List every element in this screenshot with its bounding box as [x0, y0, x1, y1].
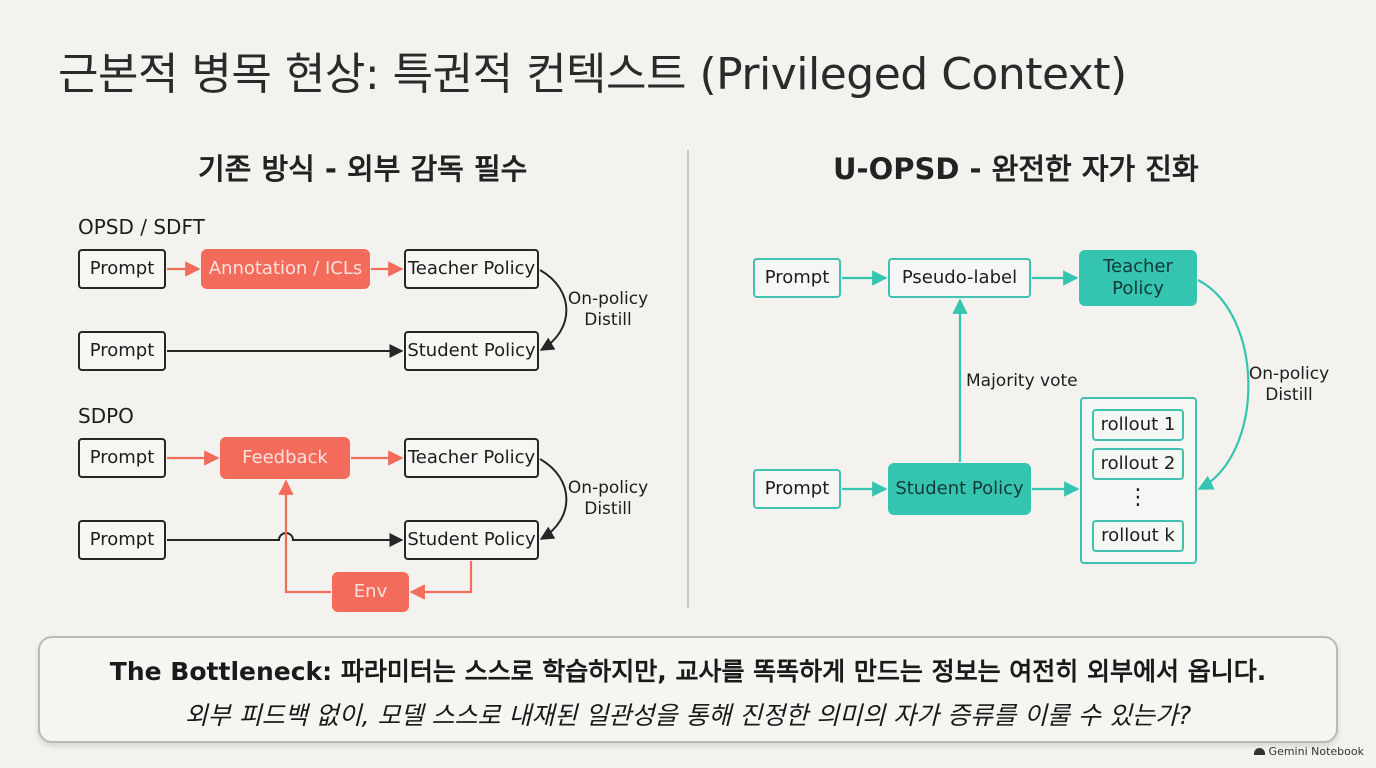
opsd-prompt-1: Prompt: [78, 249, 166, 289]
arrow-sdpo-prompt-student: [167, 532, 404, 547]
uopsd-prompt-2: Prompt: [753, 469, 841, 509]
arrow-sdpo-distill: [539, 458, 568, 540]
uopsd-distill-label: On-policy Distill: [1240, 364, 1338, 407]
brand-text: Gemini Notebook: [1268, 745, 1364, 758]
teacher-line2: Policy: [1112, 278, 1164, 299]
feedback-box: Feedback: [220, 437, 350, 479]
uopsd-distill-line2: Distill: [1265, 385, 1313, 406]
opsd-teacher-policy: Teacher Policy: [404, 249, 539, 289]
annotation-icl-box: Annotation / ICLs: [201, 249, 370, 289]
arrow-uopsd-distill: [1197, 279, 1250, 490]
opsd-distill-label: On-policy Distill: [560, 289, 656, 332]
sdpo-prompt-1: Prompt: [78, 438, 166, 478]
left-heading: 기존 방식 - 외부 감독 필수: [198, 152, 528, 186]
uopsd-student-policy: Student Policy: [888, 463, 1031, 515]
rollout-1: rollout 1: [1092, 409, 1184, 441]
uopsd-teacher-policy: Teacher Policy: [1079, 250, 1197, 306]
sdpo-prompt-2: Prompt: [78, 520, 166, 560]
bottleneck-callout: The Bottleneck: 파라미터는 스스로 학습하지만, 교사를 똑똑하…: [38, 636, 1338, 743]
bottleneck-statement: The Bottleneck: 파라미터는 스스로 학습하지만, 교사를 똑똑하…: [109, 657, 1267, 686]
sdpo-distill-label: On-policy Distill: [560, 478, 656, 521]
rollout-k: rollout k: [1092, 520, 1184, 552]
brand-mark: Gemini Notebook: [1253, 745, 1364, 758]
opsd-label: OPSD / SDFT: [78, 215, 205, 239]
sdpo-student-policy: Student Policy: [404, 520, 539, 560]
env-box: Env: [332, 572, 409, 612]
majority-vote-label: Majority vote: [966, 371, 1078, 391]
right-heading: U-OPSD - 완전한 자가 진화: [833, 152, 1199, 186]
pseudo-label-box: Pseudo-label: [888, 258, 1031, 298]
opsd-student-policy: Student Policy: [404, 331, 539, 371]
slide-title: 근본적 병목 현상: 특권적 컨텍스트 (Privileged Context): [58, 49, 1127, 100]
arrow-env-feedback: [278, 479, 331, 594]
opsd-distill-line2: Distill: [584, 310, 632, 331]
section-divider: [687, 150, 689, 608]
uopsd-prompt-1: Prompt: [753, 258, 841, 298]
opsd-prompt-2: Prompt: [78, 331, 166, 371]
uopsd-distill-line1: On-policy: [1248, 364, 1330, 384]
opsd-distill-line1: On-policy: [567, 289, 649, 309]
rollout-ellipsis: ⋮: [1127, 485, 1149, 510]
rollout-2: rollout 2: [1092, 448, 1184, 480]
bottleneck-question: 외부 피드백 없이, 모델 스스로 내재된 일관성을 통해 진정한 의미의 자가…: [184, 701, 1192, 730]
sdpo-label: SDPO: [78, 404, 134, 428]
sdpo-teacher-policy: Teacher Policy: [404, 438, 539, 478]
sdpo-distill-line2: Distill: [584, 499, 632, 520]
teacher-line1: Teacher: [1103, 256, 1173, 278]
arrow-student-env: [409, 561, 473, 600]
arrow-opsd-distill: [539, 269, 568, 351]
notebook-logo-icon: [1253, 748, 1265, 755]
sdpo-distill-line1: On-policy: [567, 478, 649, 498]
